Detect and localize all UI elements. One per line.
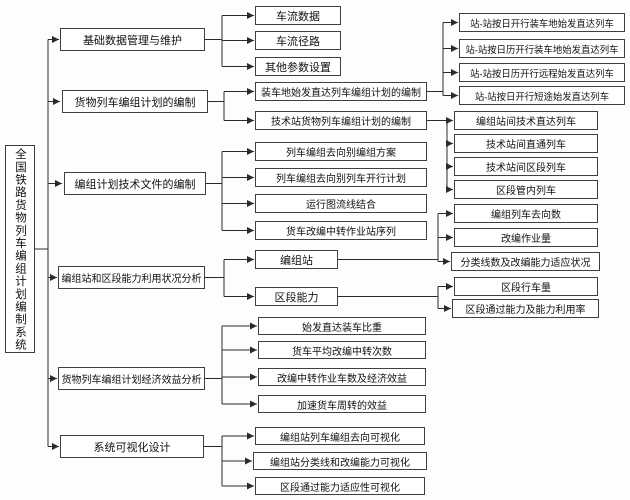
node-section-capacity: 区段能力 (255, 287, 338, 306)
node-direct-loading-proportion: 始发直达装车比重 (258, 317, 426, 335)
node-diagram-flow-combination: 运行图流线结合 (255, 194, 427, 213)
node-section-adaptability-visualization: 区段通过能力适应性可视化 (255, 477, 425, 495)
node-destination-visualization: 编组站列车编组去向可视化 (255, 427, 425, 445)
node-freight-train-plan-compilation: 货物列车编组计划的编制 (62, 90, 208, 113)
node-formation-scheme-by-destination: 列车编组去向别编组方案 (255, 142, 427, 161)
node-turnover-acceleration-benefit: 加速货车周转的效益 (258, 395, 426, 413)
node-daily-loading-direct-train: 站-站按日开行装车地始发直达列车 (459, 13, 625, 32)
node-technical-direct-train: 编组站间技术直达列车 (454, 111, 598, 130)
node-technical-station-plan: 技术站货物列车编组计划的编制 (255, 111, 427, 130)
node-traffic-flow-data: 车流数据 (255, 6, 341, 25)
node-section-traffic-volume: 区段行车量 (454, 277, 598, 296)
node-other-parameter-settings: 其他参数设置 (255, 57, 341, 76)
node-calendar-loading-direct-train: 站-站按日历开行装车地始发直达列车 (459, 39, 625, 58)
node-local-train: 区段管内列车 (454, 180, 598, 199)
node-capacity-utilization-analysis: 编组站和区段能力利用状况分析 (58, 266, 205, 289)
node-classification-capacity-status: 分类线数及改编能力适应状况 (451, 252, 600, 271)
node-average-transfer-count: 货车平均改编中转次数 (258, 341, 426, 359)
node-loading-origin-direct-plan: 装车地始发直达列车编组计划的编制 (255, 82, 427, 101)
node-operation-plan-by-destination: 列车编组去向别列车开行计划 (255, 168, 427, 187)
node-transfer-station-sequence: 货车改编中转作业站序列 (255, 221, 427, 240)
node-system-root: 全国铁路货物列车编组计划编制系统 (5, 145, 35, 353)
node-transfer-cars-economic-benefit: 改编中转作业车数及经济效益 (258, 368, 426, 386)
node-daily-short-distance-direct-train: 站-站按日开行短途始发直达列车 (459, 86, 625, 105)
node-reorganization-workload: 改编作业量 (454, 228, 598, 247)
node-basic-data-management: 基础数据管理与维护 (60, 28, 205, 51)
node-traffic-flow-route: 车流径路 (255, 31, 341, 50)
node-marshalling-station: 编组站 (255, 250, 338, 269)
node-economic-benefit-analysis: 货物列车编组计划经济效益分析 (58, 367, 205, 390)
node-system-visualization-design: 系统可视化设计 (60, 435, 204, 458)
node-section-train: 技术站间区段列车 (454, 157, 598, 176)
node-train-destination-count: 编组列车去向数 (454, 204, 598, 223)
node-technical-documents-compilation: 编组计划技术文件的编制 (64, 172, 206, 195)
node-classification-capacity-visualization: 编组站分类线和改编能力可视化 (253, 452, 427, 470)
node-through-train: 技术站间直通列车 (454, 134, 598, 153)
node-section-capacity-utilization: 区段通过能力及能力利用率 (452, 299, 599, 318)
node-calendar-long-distance-direct-train: 站-站按日历开行远程始发直达列车 (459, 63, 625, 82)
